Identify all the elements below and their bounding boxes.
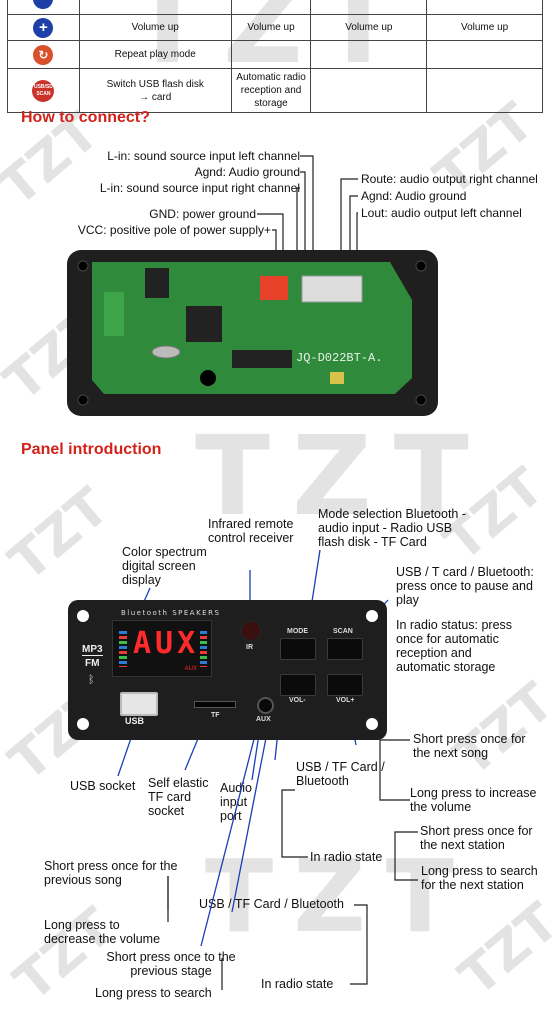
spectrum-display: AUX AUX <box>112 620 212 677</box>
screw-hole-icon <box>366 610 378 622</box>
table-cell: Volume up <box>426 14 543 41</box>
label-search-next-station: Long press to search for the next statio… <box>421 864 538 892</box>
label-spectrum: Color spectrum digital screen display <box>122 545 207 587</box>
label-tf-socket: Self elastic TF card socket <box>148 776 209 818</box>
table-cell: Volume up <box>230 14 312 41</box>
screw-hole-icon <box>415 394 427 406</box>
label-agnd-left: Agnd: Audio ground <box>194 165 300 179</box>
table-icon-cell: ↻ <box>7 40 80 69</box>
usb-scan-icon: USB/SD SCAN <box>32 79 55 102</box>
watermark-brand: TZT <box>195 412 491 540</box>
label-agnd-right: Agnd: Audio ground <box>361 189 467 203</box>
watermark-brand: TZT <box>205 838 474 955</box>
connect-diagram: JQ-D022BT-A. <box>67 155 438 416</box>
vol-down-icon <box>33 0 54 9</box>
screw-hole-icon <box>366 718 378 730</box>
label-lin-left: L-in: sound source input left channel <box>107 149 300 163</box>
aux-label: AUX <box>256 716 271 723</box>
label-route: Route: audio output right channel <box>361 172 538 186</box>
table-cell: Switch USB flash disk → card <box>78 68 232 113</box>
usb-scan-icon-text: SCAN <box>36 90 51 97</box>
label-long-search: Long press to search <box>95 986 212 1000</box>
vol-up-label: VOL+ <box>336 697 355 704</box>
screw-hole-icon <box>77 260 89 272</box>
usb-scan-icon-text: USB/SD <box>33 83 53 90</box>
bluetooth-icon: ᛒ <box>88 674 95 686</box>
function-table: + Volume up Volume up Volume up Volume u… <box>7 0 543 113</box>
mode-button[interactable] <box>280 638 316 660</box>
table-cell: Repeat play mode <box>78 40 232 69</box>
tf-label: TF <box>211 712 220 719</box>
table-icon-cell: + <box>7 14 80 41</box>
label-in-radio-state-1: In radio state <box>310 850 383 864</box>
label-prev-song: Short press once for the previous song <box>44 859 178 887</box>
table-cell: Automatic radio reception and storage <box>230 68 312 113</box>
spectrum-bars <box>119 631 127 667</box>
label-in-radio-state-2: In radio state <box>261 977 334 991</box>
speakers-label: Bluetooth SPEAKERS <box>121 609 221 617</box>
label-prev-stage: Short press once to the previous stage <box>106 950 236 978</box>
label-vcc: VCC: positive pole of power supply+ <box>77 223 271 237</box>
label-usb-tf-bt-1: USB / TF Card / Bluetooth <box>296 760 385 788</box>
tf-slot[interactable] <box>194 701 236 708</box>
plus-icon: + <box>33 17 54 38</box>
label-pause-play: USB / T card / Bluetooth: press once to … <box>396 565 534 607</box>
device-panel: Bluetooth SPEAKERS MP3 FM ᛒ AUX AUX IR M… <box>68 600 387 740</box>
usb-port[interactable] <box>120 692 158 716</box>
screw-hole-icon <box>77 394 89 406</box>
label-decrease-volume: Long press to decrease the volume <box>44 918 161 946</box>
screw-hole-icon <box>77 610 89 622</box>
repeat-icon: ↻ <box>33 44 54 65</box>
label-lout: Lout: audio output left channel <box>361 206 522 220</box>
label-radio-status: In radio status: press once for automati… <box>396 618 513 674</box>
aux-jack[interactable] <box>257 697 274 714</box>
table-row: + Volume up Volume up Volume up Volume u… <box>7 14 543 41</box>
label-mode-selection: Mode selection Bluetooth - audio input -… <box>318 507 467 549</box>
ir-label: IR <box>246 644 253 651</box>
table-cell: Volume up <box>78 14 232 41</box>
table-cell <box>426 68 543 113</box>
label-aux-port: Audio input port <box>220 781 252 823</box>
scan-button[interactable] <box>327 638 363 660</box>
mode-label: MODE <box>287 628 308 635</box>
label-next-song: Short press once for the next song <box>413 732 526 760</box>
board-marking: JQ-D022BT-A. <box>296 351 382 365</box>
vol-down-label: VOL- <box>289 697 306 704</box>
usb-label: USB <box>125 716 145 726</box>
display-sub: AUX <box>184 666 197 672</box>
vol-up-button[interactable] <box>327 674 363 696</box>
label-increase-volume: Long press to increase the volume <box>410 786 537 814</box>
table-icon-cell: USB/SD SCAN <box>7 68 80 113</box>
display-text: AUX <box>133 626 200 661</box>
vol-down-button[interactable] <box>280 674 316 696</box>
label-gnd: GND: power ground <box>149 207 256 221</box>
panel-heading: Panel introduction <box>21 441 162 458</box>
label-ir-receiver: Infrared remote control receiver <box>208 517 294 545</box>
table-cell <box>310 68 428 113</box>
screw-hole-icon <box>77 718 89 730</box>
screw-hole-icon <box>415 260 427 272</box>
scan-label: SCAN <box>333 628 353 635</box>
table-row: USB/SD SCAN Switch USB flash disk → card… <box>7 68 543 113</box>
fm-label: FM <box>85 658 100 669</box>
label-lin-right: L-in: sound source input right channel <box>99 181 300 195</box>
label-usb-socket: USB socket <box>70 779 136 793</box>
mp3-label: MP3 <box>82 644 103 656</box>
spectrum-bars <box>200 631 207 667</box>
table-row: ↻ Repeat play mode <box>7 40 543 69</box>
label-usb-tf-bt-2: USB / TF Card / Bluetooth <box>199 897 344 911</box>
ir-receiver <box>240 620 262 642</box>
connect-heading: How to connect? <box>21 109 150 126</box>
label-next-station-short: Short press once for the next station <box>420 824 533 852</box>
